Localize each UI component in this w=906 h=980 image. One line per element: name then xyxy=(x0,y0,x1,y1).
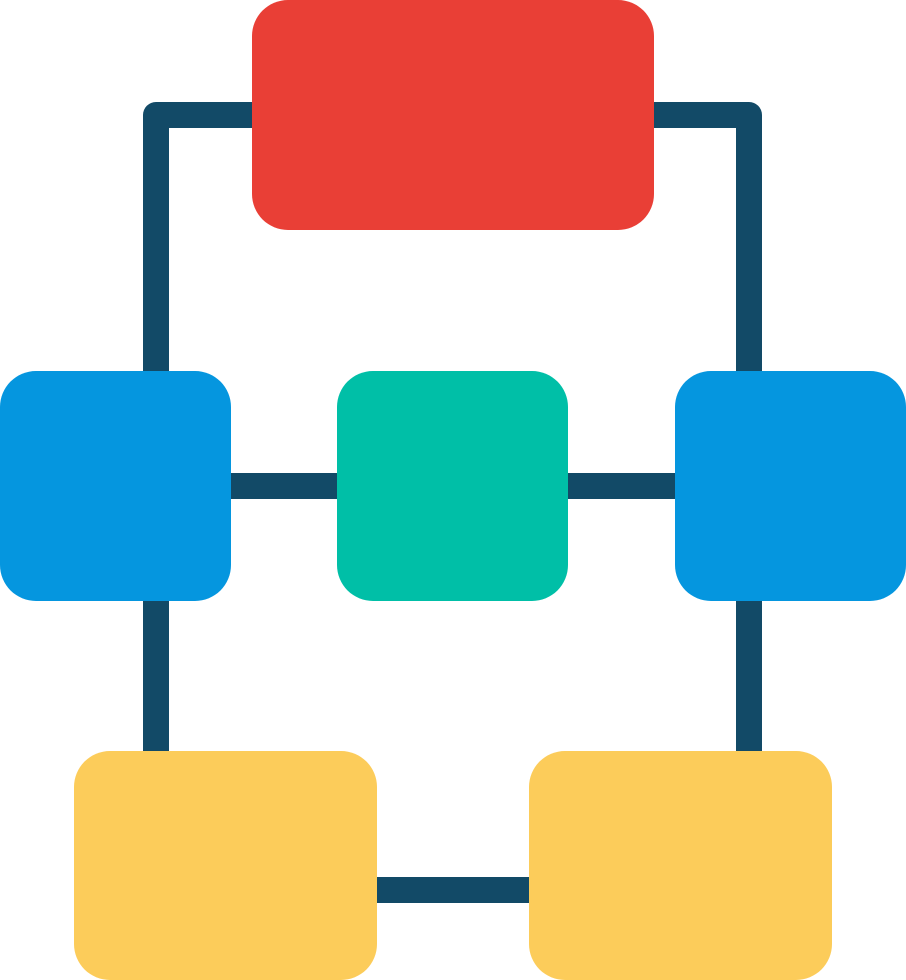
node-right xyxy=(675,371,906,601)
node-top xyxy=(252,0,654,230)
connector-top-to-right xyxy=(652,102,762,372)
node-bottom-left xyxy=(74,751,377,980)
node-left xyxy=(0,371,231,601)
connector-top-to-left xyxy=(143,102,254,372)
node-center xyxy=(337,371,568,601)
node-bottom-right xyxy=(529,751,832,980)
connector-lines xyxy=(143,102,762,903)
